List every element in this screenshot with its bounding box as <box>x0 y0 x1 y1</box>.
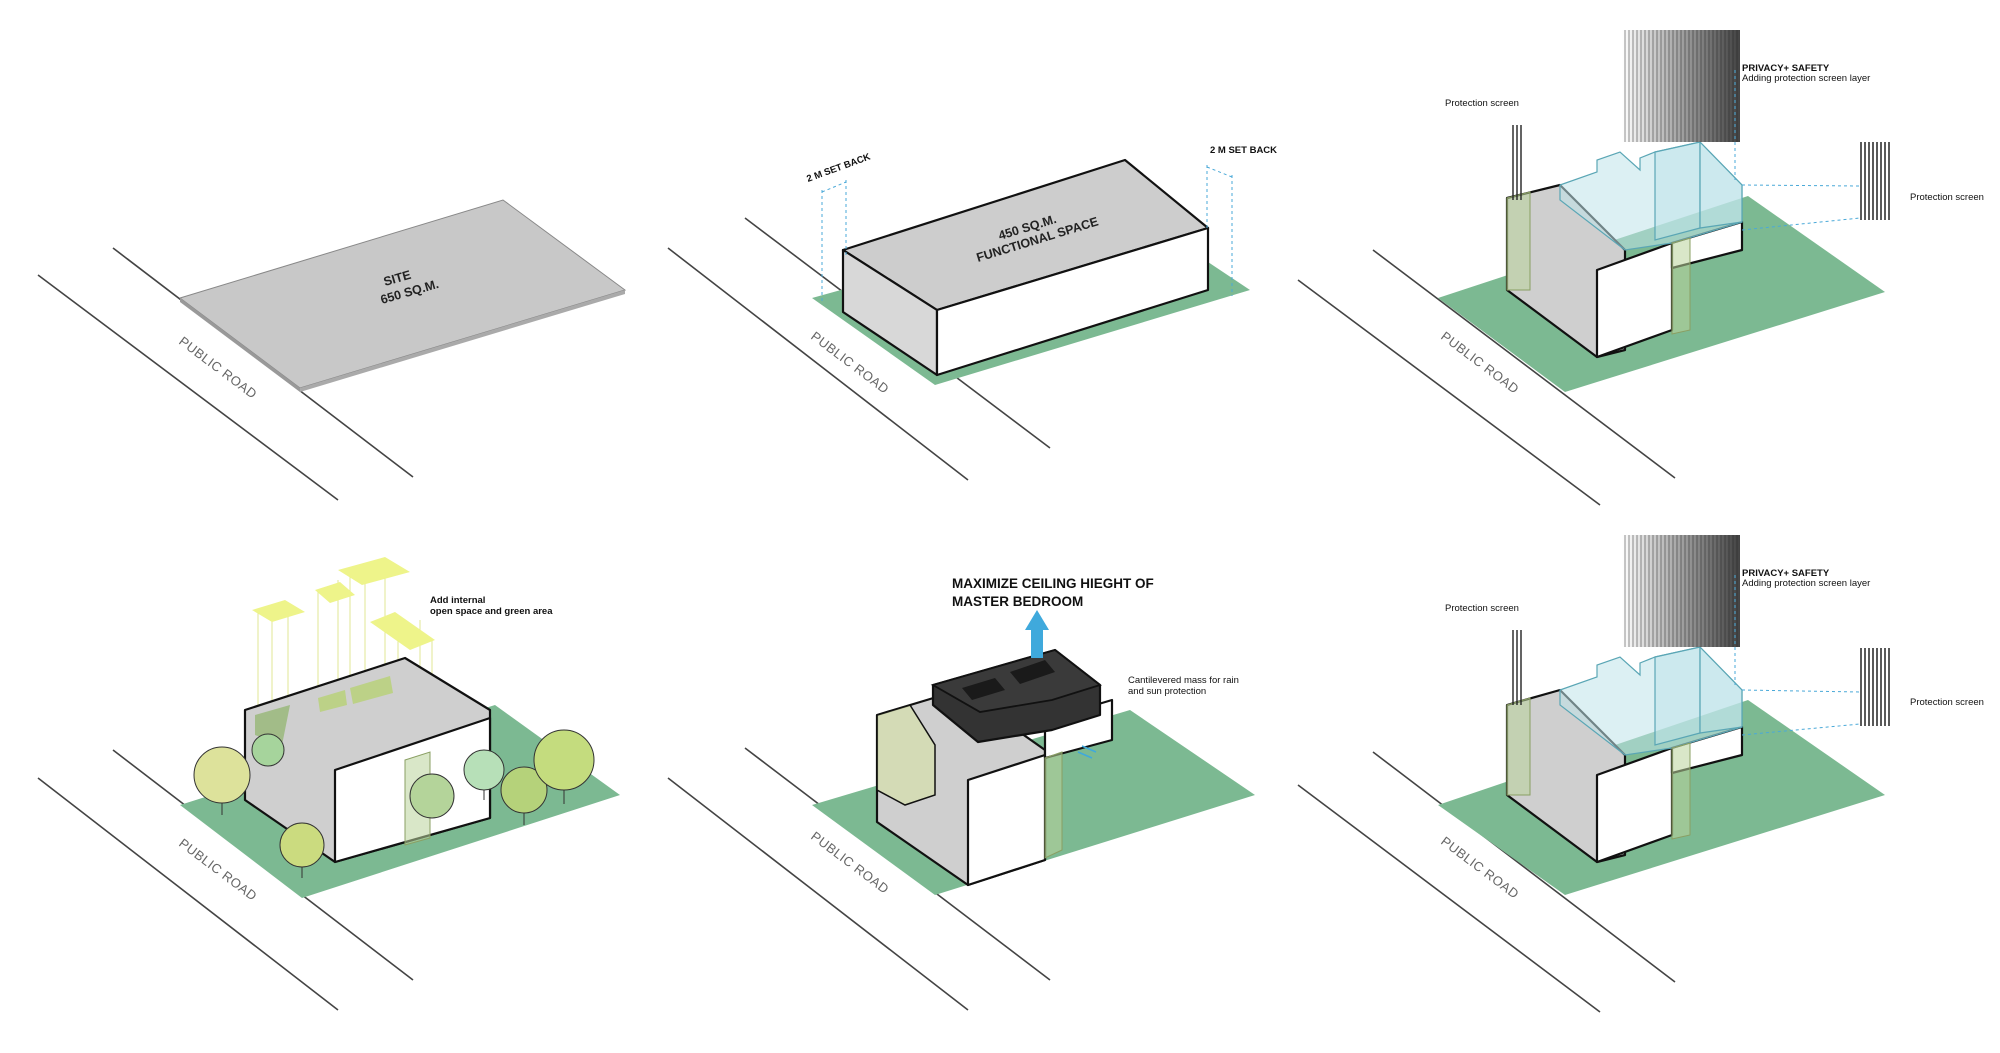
privacy-title: PRIVACY+ SAFETY <box>1742 568 1830 579</box>
trees <box>193 729 595 878</box>
sky-patch <box>370 612 435 650</box>
panel-privacy-safety-2: PUBLIC ROAD PRIVACY+ SAFETY Adding prote… <box>1297 535 1984 1013</box>
screen-right <box>1860 142 1890 220</box>
sky-patch <box>315 582 355 603</box>
setback-right-label: 2 M SET BACK <box>1210 145 1277 156</box>
privacy-title: PRIVACY+ SAFETY <box>1742 63 1830 74</box>
panel-site: PUBLIC ROAD SITE 650 SQ.M. <box>37 199 627 501</box>
screen-left <box>1510 630 1524 705</box>
headline-line1: MAXIMIZE CEILING HIEGHT OF <box>952 576 1154 591</box>
headline-line2: MASTER BEDROOM <box>952 594 1083 609</box>
privacy-subtitle: Adding protection screen layer <box>1742 73 1870 84</box>
panel-master-bedroom: PUBLIC ROAD MAXIMIZE CEILING HIEGHT OF M… <box>667 576 1255 1011</box>
screen-right <box>1860 648 1890 726</box>
sky-patch <box>252 600 305 622</box>
privacy-subtitle: Adding protection screen layer <box>1742 578 1870 589</box>
panel-functional-space: PUBLIC ROAD 450 SQ.M. FUNCTIONAL SPACE 2… <box>667 145 1277 481</box>
open-space-note-line1: Add internal <box>430 595 485 606</box>
screen-right-label: Protection screen <box>1910 192 1984 203</box>
up-arrow-icon <box>1025 610 1049 658</box>
panel-open-green-space: PUBLIC ROAD <box>37 557 620 1011</box>
screen-left-label: Protection screen <box>1445 98 1519 109</box>
screen-right-label: Protection screen <box>1910 697 1984 708</box>
screen-left <box>1510 125 1524 200</box>
setback-left-label: 2 M SET BACK <box>805 152 872 185</box>
cantilever-note-line1: Cantilevered mass for rain <box>1128 675 1239 686</box>
sky-patch <box>338 557 410 585</box>
cantilever-note-line2: and sun protection <box>1128 686 1206 697</box>
open-space-note-line2: open space and green area <box>430 606 553 617</box>
screen-left-label: Protection screen <box>1445 603 1519 614</box>
panel-privacy-safety: PUBLIC ROAD PRIVACY+ SAFETY Adding prote… <box>1297 30 1984 506</box>
